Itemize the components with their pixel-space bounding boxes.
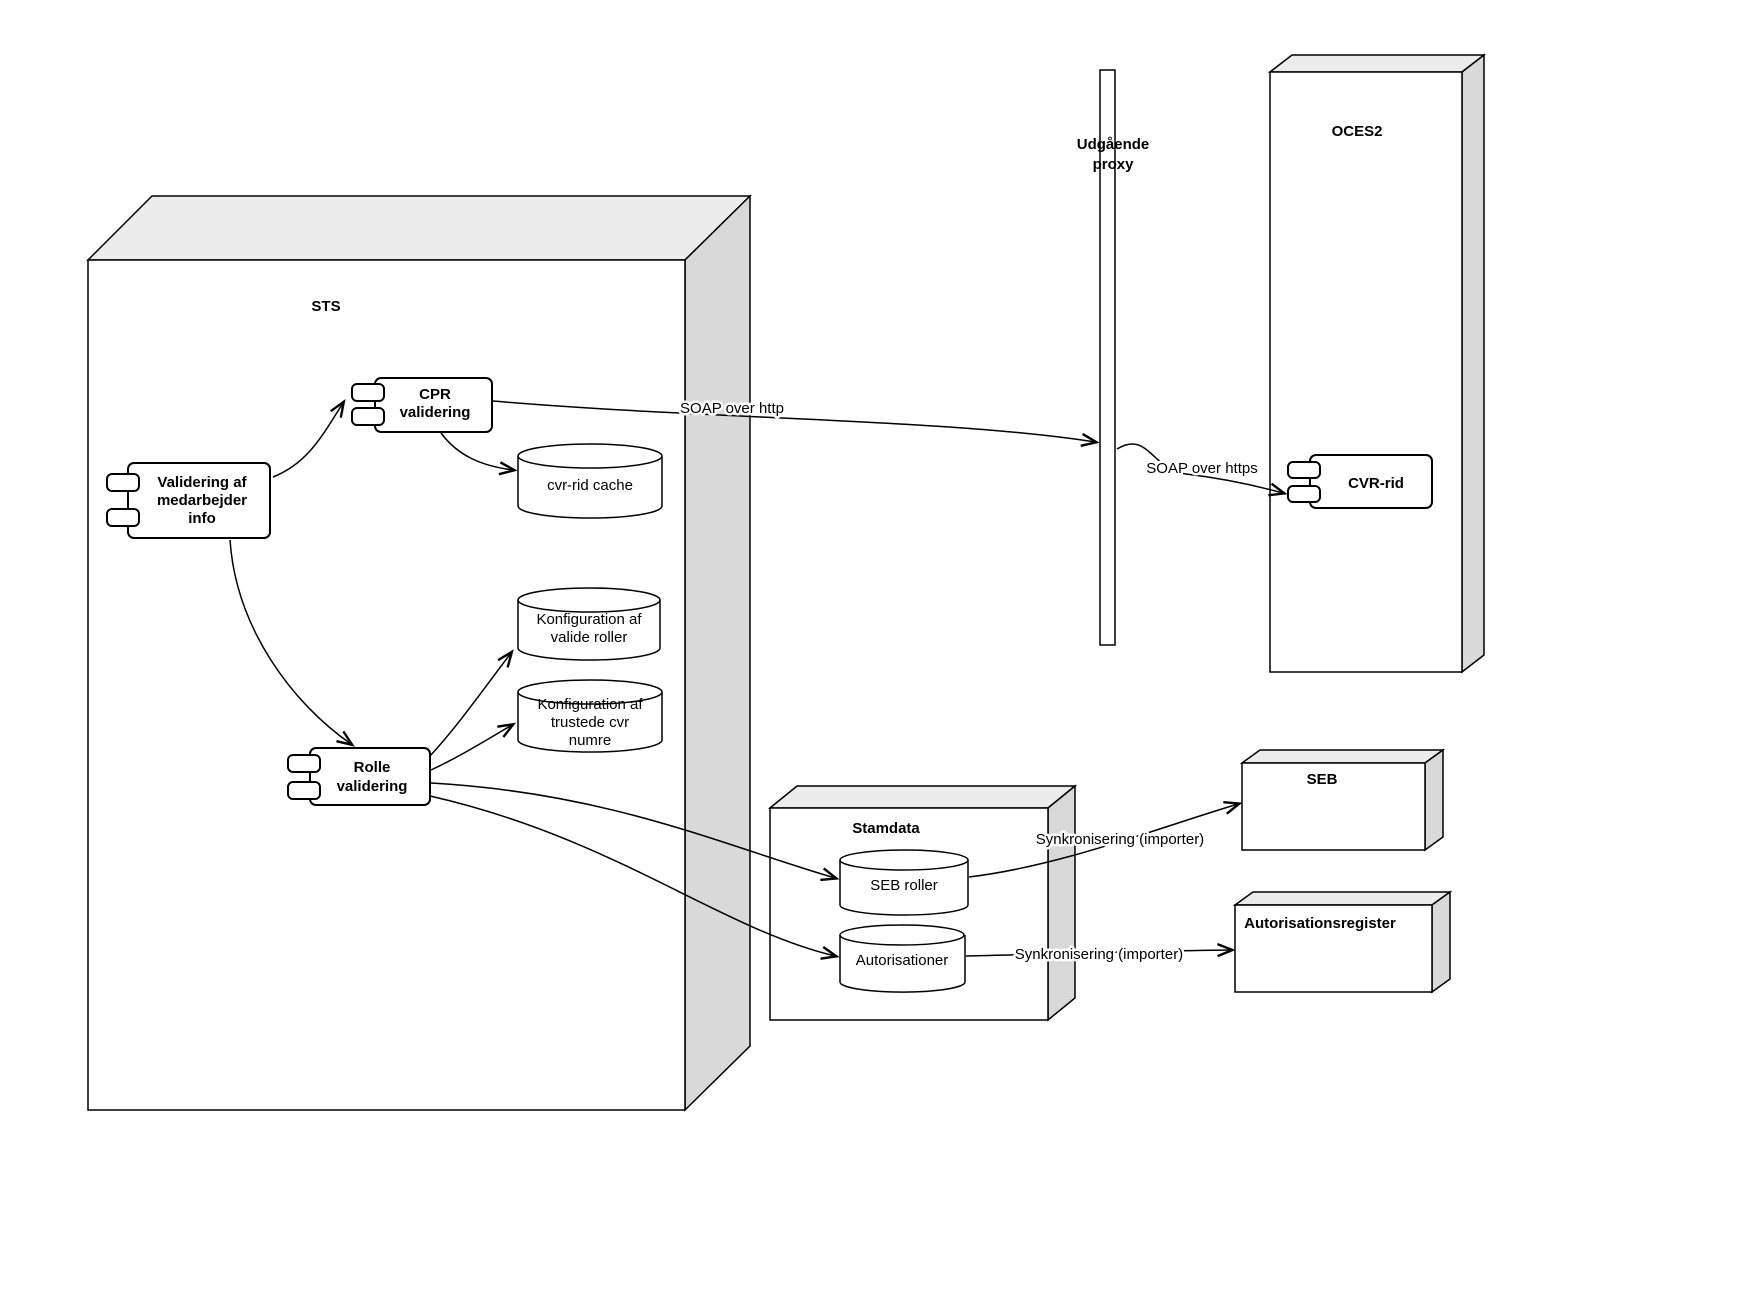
soap-over-http-label: SOAP over http (680, 400, 784, 417)
udgaende-proxy-label-line2: proxy (1093, 156, 1135, 173)
konfiguration-valide-roller-label-line1: Konfiguration af (536, 611, 642, 628)
konfiguration-trustede-cvr-top (517, 679, 663, 705)
autorisationer-database: Autorisationer (839, 924, 966, 993)
oces2-side-face (1461, 53, 1485, 674)
edges (229, 399, 1288, 960)
cvr-rid-cache-top (517, 443, 663, 469)
edge-rolle-to-seb-roller (430, 782, 840, 882)
component-tab-icon (1287, 461, 1321, 479)
autorisationsregister-front-face (1234, 904, 1433, 993)
edge-cpr-to-proxy-soap-http (492, 400, 1100, 447)
konfiguration-trustede-cvr-label-line1: Konfiguration af (537, 696, 643, 713)
seb-roller-body (839, 860, 969, 916)
cpr-validering-label-line2: validering (400, 404, 471, 421)
seb-roller-database: SEB roller (839, 849, 969, 916)
edge-medarbejder-to-cpr (272, 399, 346, 478)
autorisationsregister-node: Autorisationsregister (1232, 890, 1453, 994)
konfiguration-valide-roller-database: Konfiguration af valide roller (517, 587, 661, 661)
autorisationer-label: Autorisationer (856, 952, 949, 969)
konfiguration-valide-roller-body (517, 600, 661, 661)
cpr-validering-label-line1: CPR (419, 386, 451, 403)
sts-top-face (86, 195, 752, 261)
edge-seb-roller-to-seb (968, 800, 1243, 878)
rolle-validering-label-line2: validering (337, 778, 408, 795)
cvr-rid-component: CVR-rid (1287, 454, 1433, 509)
oces2-top-face (1267, 54, 1487, 73)
autorisationer-body (839, 935, 966, 993)
synkronisering-importer-seb-label: Synkronisering (importer) (1036, 831, 1204, 848)
rolle-validering-component: Rolle validering (287, 747, 431, 806)
edge-cpr-to-cvr-rid-cache (440, 432, 518, 476)
seb-top-face (1239, 749, 1446, 764)
autorisationer-top (839, 924, 965, 946)
component-tab-icon (106, 473, 140, 492)
konfiguration-valide-roller-label-line2: valide roller (551, 629, 628, 646)
seb-node: SEB (1239, 748, 1446, 852)
edge-rolle-to-autorisationer (429, 795, 840, 960)
component-tab-icon (287, 754, 321, 773)
edge-autorisationer-to-autorisationsregister (965, 943, 1236, 958)
component-tab-icon (1287, 485, 1321, 503)
rolle-validering-label-line1: Rolle (354, 759, 391, 776)
validering-af-medarbejder-info-label-line1: Validering af (157, 474, 247, 491)
edge-rolle-to-konfiguration-valide-roller (429, 649, 514, 757)
seb-label: SEB (1307, 771, 1338, 788)
sts-side-face (684, 194, 751, 1112)
component-tab-icon (351, 407, 385, 426)
udgaende-proxy-label-line1: Udgående (1077, 136, 1150, 153)
autorisationsregister-top-face (1232, 891, 1453, 906)
sts-label: STS (311, 298, 340, 315)
udgaende-proxy-bar (1099, 69, 1116, 646)
cpr-validering-box (374, 377, 493, 433)
udgaende-proxy-node: Udgående proxy (1077, 69, 1150, 646)
validering-af-medarbejder-info-label-line2: medarbejder (157, 492, 247, 509)
edge-rolle-to-konfiguration-trustede-cvr (430, 722, 517, 771)
cpr-validering-component: CPR validering (351, 377, 493, 433)
konfiguration-trustede-cvr-body (517, 692, 663, 753)
seb-roller-top (839, 849, 969, 871)
cvr-rid-cache-database: cvr-rid cache (517, 443, 663, 519)
cvr-rid-box (1309, 454, 1433, 509)
edge-labels: SOAP over http SOAP over https Synkronis… (678, 398, 1261, 966)
validering-af-medarbejder-info-label-line3: info (188, 510, 216, 527)
oces2-front-face (1269, 71, 1463, 673)
edge-proxy-to-cvr-rid-soap-https (1116, 443, 1288, 497)
component-tab-icon (106, 508, 140, 527)
stamdata-side-face (1047, 784, 1076, 1022)
oces2-node: OCES2 (1267, 53, 1487, 674)
component-tab-icon (287, 781, 321, 800)
oces2-label: OCES2 (1332, 123, 1383, 140)
konfiguration-trustede-cvr-database: Konfiguration af trustede cvr numre (517, 679, 663, 753)
cvr-rid-cache-label: cvr-rid cache (547, 477, 633, 494)
seb-side-face (1424, 748, 1444, 852)
konfiguration-valide-roller-top (517, 587, 661, 613)
konfiguration-trustede-cvr-label-line3: numre (569, 732, 612, 749)
konfiguration-trustede-cvr-label-line2: trustede cvr (551, 714, 629, 731)
validering-af-medarbejder-info-box (127, 462, 271, 539)
autorisationsregister-label: Autorisationsregister (1244, 915, 1396, 932)
cvr-rid-cache-body (517, 456, 663, 519)
edge-medarbejder-to-rolle (229, 539, 355, 747)
autorisationsregister-side-face (1431, 890, 1451, 994)
validering-af-medarbejder-info-component: Validering af medarbejder info (106, 462, 271, 539)
component-tab-icon (351, 383, 385, 402)
synkronisering-importer-autorisationsregister-label: Synkronisering (importer) (1015, 946, 1183, 963)
stamdata-label: Stamdata (852, 820, 920, 837)
seb-roller-label: SEB roller (870, 877, 938, 894)
stamdata-top-face (767, 785, 1078, 809)
cvr-rid-label: CVR-rid (1348, 475, 1404, 492)
soap-over-https-label: SOAP over https (1146, 460, 1257, 477)
rolle-validering-box (309, 747, 431, 806)
